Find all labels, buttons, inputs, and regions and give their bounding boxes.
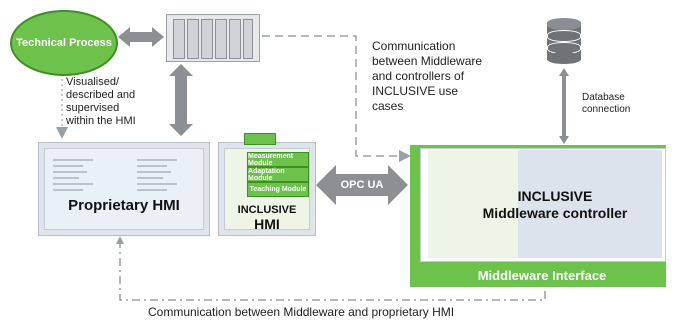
database-connection-note: Database connection	[582, 92, 631, 115]
visualised-note: Visualised/ described and supervised wit…	[66, 76, 136, 127]
plc-module	[229, 19, 241, 59]
middleware-detail-panel	[518, 150, 662, 258]
bottom-communication-caption: Communication between Middleware and pro…	[148, 305, 455, 319]
teaching-module: Teaching Module	[247, 182, 309, 197]
plc-controller-image	[166, 14, 260, 62]
proprietary-hmi-title: Proprietary HMI	[68, 197, 180, 214]
opcua-arrow	[316, 165, 408, 205]
plc-hmi-arrow	[169, 64, 193, 136]
proprietary-hmi-screen: Proprietary HMI	[38, 142, 210, 236]
opc-ua-label: OPC UA	[340, 179, 384, 191]
plc-module	[173, 19, 185, 59]
measurement-module: Measurement Module	[247, 152, 309, 167]
database-arrow	[559, 68, 569, 144]
middleware-tree-panel	[428, 150, 518, 258]
middleware-interface-label: Middleware Interface	[477, 267, 607, 283]
database-icon	[547, 18, 581, 64]
plc-module	[243, 19, 253, 59]
inclusive-hmi-title: INCLUSIVE HMI	[237, 204, 297, 232]
plc-module	[215, 19, 227, 59]
technical-process-node: Technical Process	[10, 10, 118, 76]
technical-process-label: Technical Process	[16, 36, 112, 49]
plc-module	[201, 19, 213, 59]
plc-module	[187, 19, 199, 59]
hardware-module-icon	[244, 133, 276, 145]
controller-communication-note: Communication between Middleware and con…	[372, 39, 483, 113]
adaptation-module: Adaptation Module	[247, 167, 309, 182]
middleware-controller-title: INCLUSIVE Middleware controller	[482, 188, 628, 221]
process-plc-arrow	[118, 27, 164, 47]
